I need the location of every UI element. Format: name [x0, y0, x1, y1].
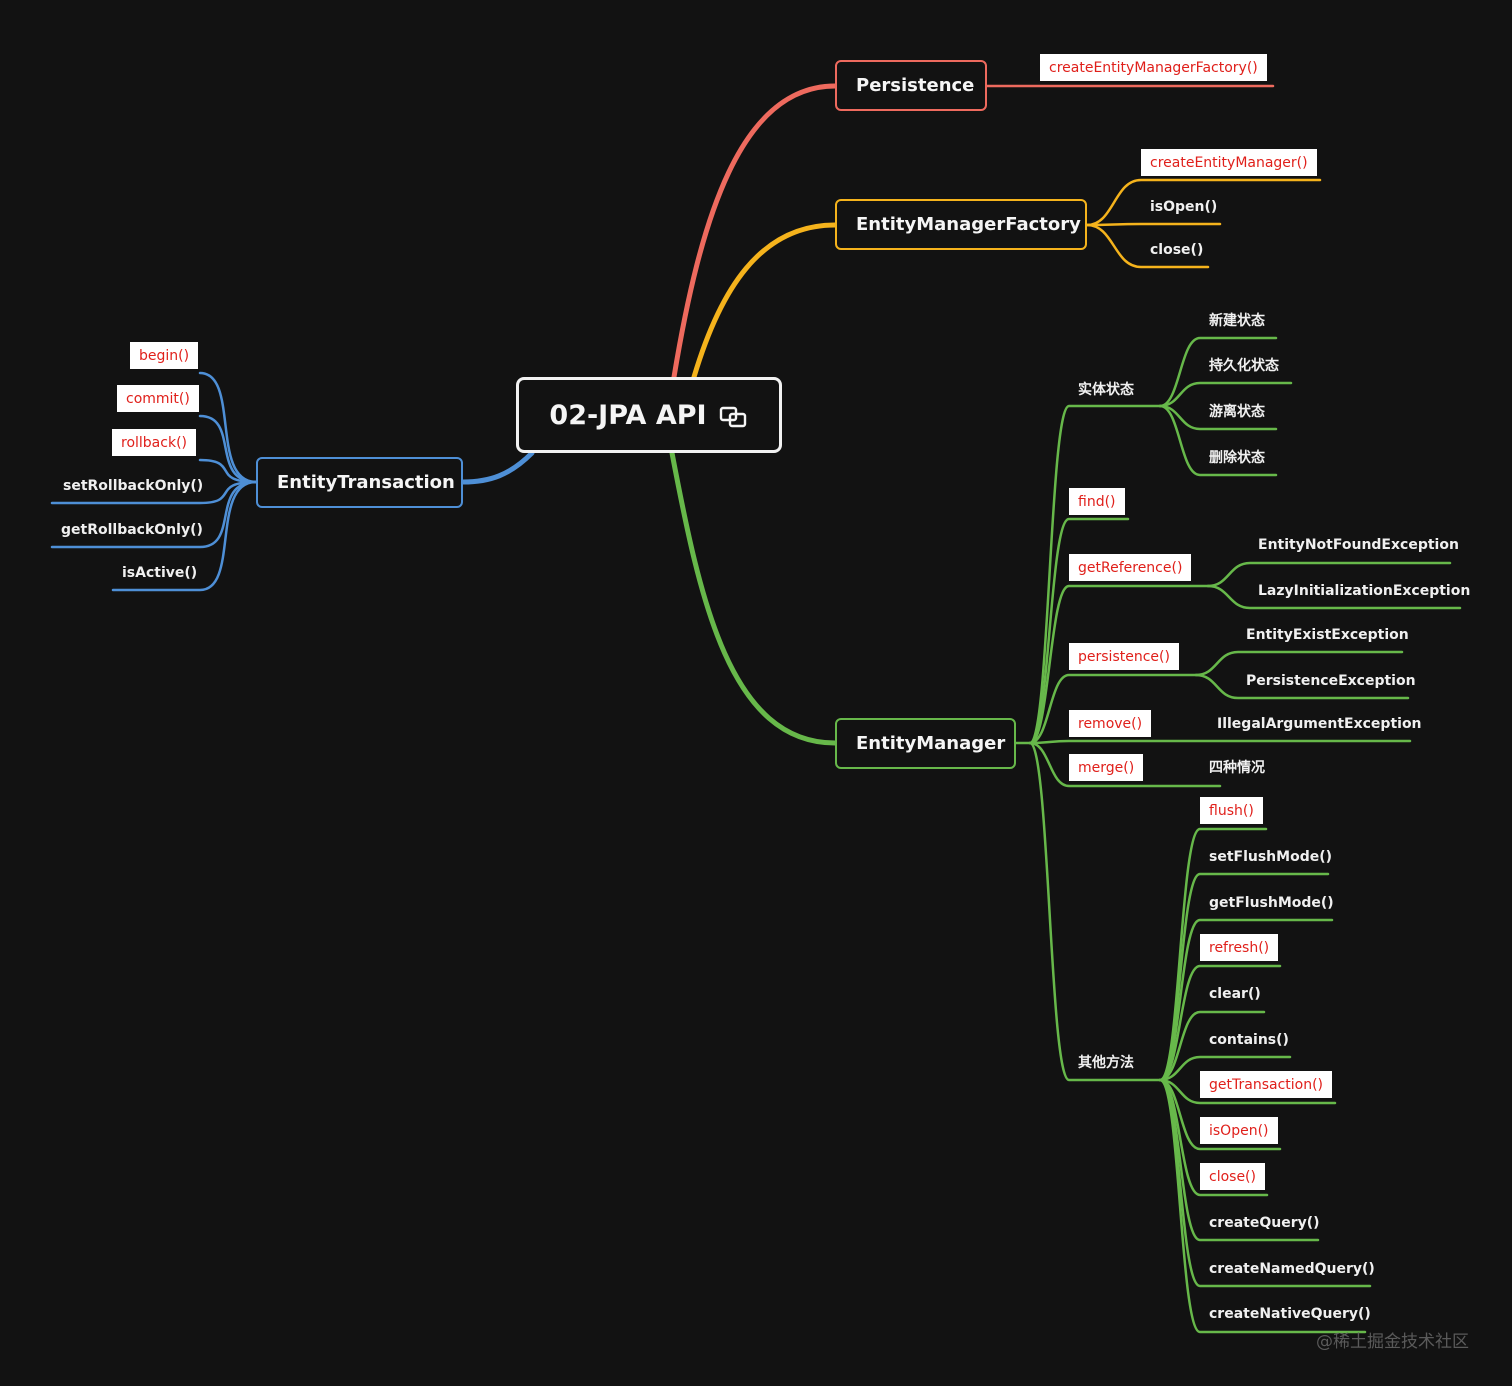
method-set-flush-mode[interactable]: setFlushMode() — [1209, 849, 1333, 865]
root-title: 02-JPA API — [549, 399, 707, 431]
link-manager-branch-5 — [1028, 741, 1222, 788]
link-other-10 — [1158, 1078, 1372, 1288]
link-persist-0 — [1194, 650, 1404, 677]
copy-link-icon[interactable] — [719, 404, 749, 428]
link-transaction-5 — [111, 480, 258, 592]
method-close[interactable]: close() — [1200, 1163, 1265, 1190]
link-state-0 — [1158, 336, 1278, 408]
method-remove[interactable]: remove() — [1069, 710, 1152, 737]
exception-persistence[interactable]: PersistenceException — [1246, 673, 1416, 689]
method-clear[interactable]: clear() — [1209, 986, 1261, 1002]
method-find[interactable]: find() — [1069, 488, 1125, 515]
method-merge[interactable]: merge() — [1069, 754, 1144, 781]
method-set-rollback-only[interactable]: setRollbackOnly() — [63, 478, 204, 494]
merge-four-cases[interactable]: 四种情况 — [1209, 760, 1265, 776]
link-factory-create — [1085, 178, 1322, 227]
method-get-rollback-only[interactable]: getRollbackOnly() — [61, 522, 203, 538]
link-manager-branch-1 — [1028, 517, 1130, 745]
link-transaction-3 — [50, 480, 258, 505]
link-state-3 — [1158, 404, 1278, 477]
method-flush[interactable]: flush() — [1200, 797, 1263, 824]
link-root-persistence — [671, 83, 838, 380]
link-root-manager — [669, 450, 838, 746]
watermark: @稀土掘金技术社区 — [1316, 1332, 1469, 1352]
state-new[interactable]: 新建状态 — [1209, 313, 1265, 329]
method-create-query[interactable]: createQuery() — [1209, 1215, 1320, 1231]
method-commit[interactable]: commit() — [117, 385, 199, 412]
entity-states-label[interactable]: 实体状态 — [1078, 382, 1134, 398]
root-node[interactable]: 02-JPA API — [516, 377, 782, 453]
link-transaction-1 — [198, 414, 258, 484]
link-other-4 — [1158, 1010, 1266, 1082]
entity-transaction-node[interactable]: EntityTransaction — [256, 457, 463, 508]
method-is-active[interactable]: isActive() — [122, 565, 198, 581]
entity-manager-node[interactable]: EntityManager — [835, 718, 1016, 769]
link-transaction-2 — [198, 458, 258, 484]
state-removed[interactable]: 删除状态 — [1209, 450, 1265, 466]
method-get-flush-mode[interactable]: getFlushMode() — [1209, 895, 1334, 911]
method-persistence[interactable]: persistence() — [1069, 643, 1179, 670]
exception-illegal-argument[interactable]: IllegalArgumentException — [1217, 716, 1422, 732]
method-get-reference[interactable]: getReference() — [1069, 554, 1192, 581]
link-root-factory — [691, 222, 838, 380]
method-factory-close[interactable]: close() — [1150, 242, 1204, 258]
method-factory-is-open[interactable]: isOpen() — [1150, 199, 1218, 215]
persistence-label: Persistence — [856, 75, 975, 96]
state-managed[interactable]: 持久化状态 — [1209, 358, 1279, 374]
state-detached[interactable]: 游离状态 — [1209, 404, 1265, 420]
factory-label: EntityManagerFactory — [856, 214, 1081, 235]
method-create-entity-manager[interactable]: createEntityManager() — [1141, 149, 1317, 176]
method-is-open[interactable]: isOpen() — [1200, 1117, 1278, 1144]
link-other-11 — [1158, 1078, 1367, 1334]
link-manager-branch-6 — [1028, 741, 1162, 1082]
method-begin[interactable]: begin() — [130, 342, 199, 369]
link-root-transaction — [460, 450, 535, 485]
method-create-named-query[interactable]: createNamedQuery() — [1209, 1261, 1375, 1277]
method-create-native-query[interactable]: createNativeQuery() — [1209, 1306, 1371, 1322]
exception-entity-not-found[interactable]: EntityNotFoundException — [1258, 537, 1459, 553]
link-other-5 — [1158, 1055, 1292, 1082]
method-get-transaction[interactable]: getTransaction() — [1200, 1071, 1333, 1098]
manager-label: EntityManager — [856, 733, 1006, 754]
persistence-node[interactable]: Persistence — [835, 60, 987, 111]
link-manager-branch-4 — [1028, 739, 1412, 745]
link-manager-branch-3 — [1028, 673, 1198, 745]
exception-entity-exist[interactable]: EntityExistException — [1246, 627, 1409, 643]
link-manager-branch-0 — [1028, 404, 1162, 745]
link-transaction-0 — [198, 371, 258, 484]
method-contains[interactable]: contains() — [1209, 1032, 1289, 1048]
entity-manager-factory-node[interactable]: EntityManagerFactory — [835, 199, 1087, 250]
other-methods-label[interactable]: 其他方法 — [1078, 1055, 1134, 1071]
method-refresh[interactable]: refresh() — [1200, 934, 1279, 961]
link-factory-close — [1085, 223, 1210, 269]
link-other-3 — [1158, 964, 1282, 1082]
link-getref-0 — [1206, 561, 1452, 588]
method-rollback[interactable]: rollback() — [112, 429, 196, 456]
exception-lazy-initialization[interactable]: LazyInitializationException — [1258, 583, 1471, 599]
link-factory-isopen — [1085, 222, 1222, 227]
link-manager-branch-2 — [1028, 584, 1210, 745]
method-create-entity-manager-factory[interactable]: createEntityManagerFactory() — [1040, 54, 1267, 81]
link-transaction-4 — [50, 480, 258, 549]
link-getref-1 — [1206, 584, 1462, 610]
link-persist-1 — [1194, 673, 1410, 700]
link-state-1 — [1158, 381, 1293, 408]
transaction-label: EntityTransaction — [277, 472, 455, 493]
